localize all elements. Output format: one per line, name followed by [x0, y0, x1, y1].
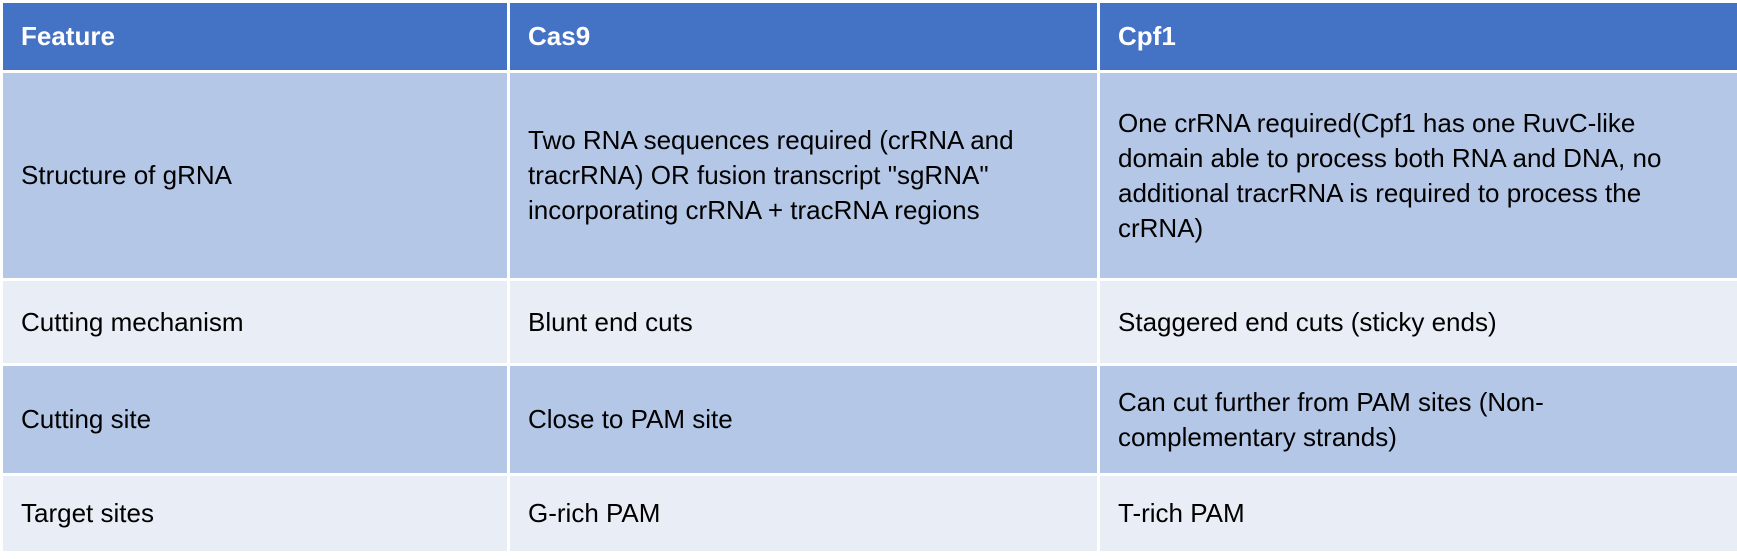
header-row: Feature Cas9 Cpf1: [0, 0, 1737, 73]
table-row: Structure of gRNA Two RNA sequences requ…: [0, 70, 1737, 281]
feature-cell: Target sites: [0, 473, 510, 554]
feature-cell: Structure of gRNA: [0, 70, 510, 281]
feature-cell: Cutting mechanism: [0, 278, 510, 366]
header-feature: Feature: [0, 0, 510, 73]
feature-cell: Cutting site: [0, 363, 510, 476]
cpf1-cell: One crRNA required(Cpf1 has one RuvC-lik…: [1097, 70, 1737, 281]
header-cas9: Cas9: [507, 0, 1100, 73]
header-cpf1: Cpf1: [1097, 0, 1737, 73]
cas9-cell: Blunt end cuts: [507, 278, 1100, 366]
table-body: Structure of gRNA Two RNA sequences requ…: [0, 70, 1737, 554]
table-header: Feature Cas9 Cpf1: [0, 0, 1737, 73]
cpf1-cell: T-rich PAM: [1097, 473, 1737, 554]
cas9-cell: G-rich PAM: [507, 473, 1100, 554]
table-row: Cutting site Close to PAM site Can cut f…: [0, 363, 1737, 476]
cas9-cell: Close to PAM site: [507, 363, 1100, 476]
cas9-cell: Two RNA sequences required (crRNA and tr…: [507, 70, 1100, 281]
cpf1-cell: Can cut further from PAM sites (Non-comp…: [1097, 363, 1737, 476]
cpf1-cell: Staggered end cuts (sticky ends): [1097, 278, 1737, 366]
table-row: Cutting mechanism Blunt end cuts Stagger…: [0, 278, 1737, 366]
table-row: Target sites G-rich PAM T-rich PAM: [0, 473, 1737, 554]
